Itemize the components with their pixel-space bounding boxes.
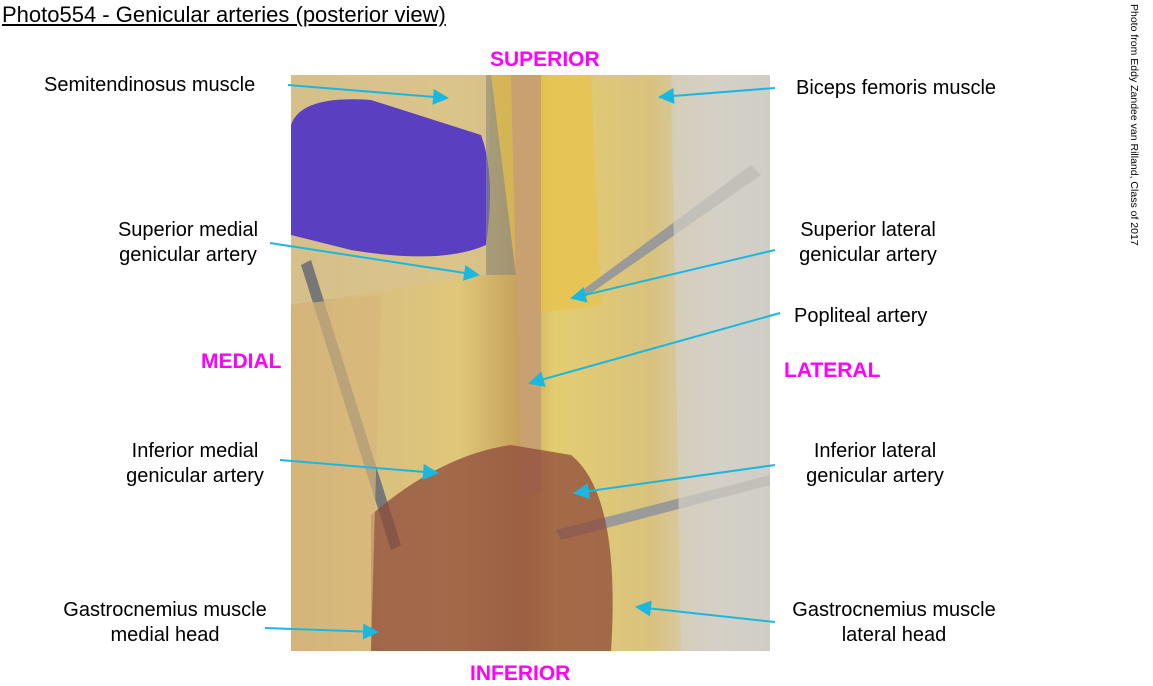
label-line-1: Gastrocnemius muscle [792, 599, 996, 621]
label-popliteal-artery: Popliteal artery [794, 305, 928, 327]
anatomy-photo [291, 75, 770, 651]
label-line-2: lateral head [841, 624, 947, 646]
label-line-2: genicular artery [806, 465, 944, 487]
label-line-2: genicular artery [119, 244, 257, 266]
page-title: Photo554 - Genicular arteries (posterior… [2, 2, 446, 27]
label-line-1: Inferior medial [131, 440, 259, 462]
orientation-lateral: LATERAL [784, 359, 881, 382]
arrow-inferior-lateral-genicular [573, 464, 776, 499]
label-superior-lateral-genicular: Superior lateral genicular artery [788, 218, 948, 268]
arrow-superior-lateral-genicular [570, 249, 776, 303]
label-biceps-femoris: Biceps femoris muscle [796, 77, 997, 99]
arrow-superior-medial-genicular [269, 242, 480, 281]
label-gastrocnemius-lateral: Gastrocnemius muscle lateral head [781, 598, 1007, 648]
label-semitendinosus: Semitendinosus muscle [44, 74, 256, 96]
label-line-1: Gastrocnemius muscle [63, 599, 267, 621]
label-gastrocnemius-medial: Gastrocnemius muscle medial head [52, 598, 278, 648]
label-line-2: genicular artery [799, 244, 937, 266]
arrow-semitendinosus [287, 84, 449, 105]
gloved-finger [291, 99, 490, 257]
arrow-popliteal-artery [528, 312, 781, 387]
orientation-superior: SUPERIOR [490, 48, 600, 71]
orientation-inferior: INFERIOR [470, 662, 571, 685]
label-line-2: medial head [110, 624, 220, 646]
popliteal-artery-shape [511, 75, 541, 495]
label-line-1: Superior lateral [800, 219, 936, 241]
label-inferior-lateral-genicular: Inferior lateral genicular artery [795, 439, 955, 489]
label-superior-medial-genicular: Superior medial genicular artery [108, 218, 268, 268]
orientation-medial: MEDIAL [201, 350, 282, 373]
arrow-gastrocnemius-lateral [635, 600, 776, 623]
label-line-1: Inferior lateral [813, 440, 937, 462]
arrow-inferior-medial-genicular [279, 459, 439, 480]
label-line-2: genicular artery [126, 465, 264, 487]
label-inferior-medial-genicular: Inferior medial genicular artery [115, 439, 275, 489]
arrow-biceps-femoris [658, 87, 776, 104]
arrow-gastrocnemius-medial [264, 623, 379, 640]
label-line-1: Superior medial [117, 219, 259, 241]
dissection-illustration [291, 75, 770, 651]
